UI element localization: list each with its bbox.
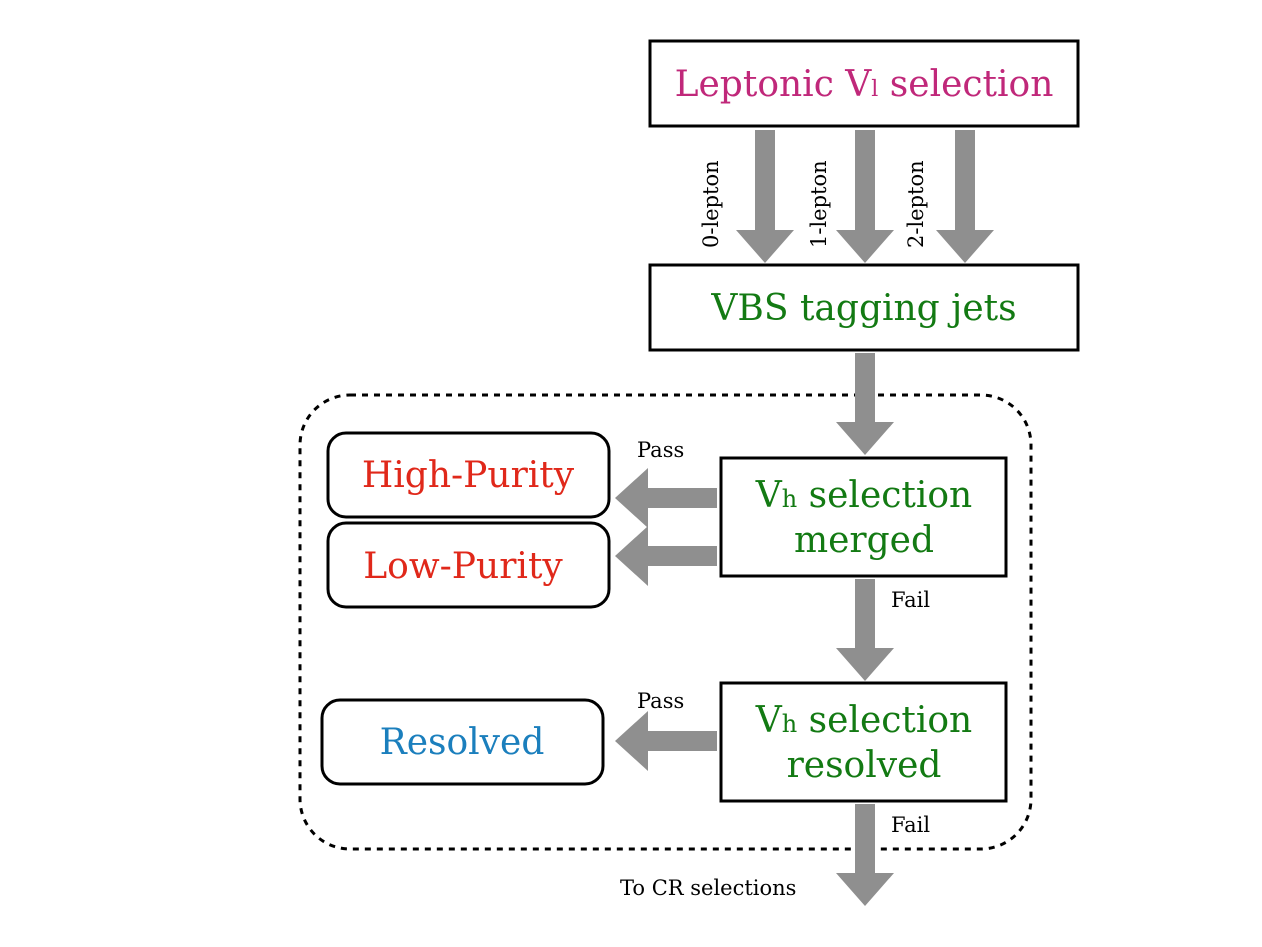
left-arrow-icon (615, 526, 717, 586)
dashed-region (298, 393, 1033, 851)
pass-resolved-label: Pass (637, 689, 684, 713)
leptonic-selection-box (648, 39, 1080, 128)
down-arrow-icon (936, 130, 994, 263)
vh-selection-resolved-line1: Vh selection (755, 700, 973, 741)
pass-merged-label: Pass (637, 438, 684, 462)
lepton0-label: 0-lepton (699, 160, 723, 248)
vh-selection-resolved-line2: resolved (787, 745, 942, 786)
high-purity-label: High-Purity (362, 455, 575, 496)
down-arrow-icon (736, 130, 794, 263)
low-purity-box (326, 521, 611, 609)
down-arrow-icon (836, 804, 894, 906)
fail-resolved-label: Fail (891, 813, 930, 837)
to-cr-selections-label: To CR selections (620, 876, 796, 900)
vh-selection-merged-line1: Vh selection (755, 475, 973, 516)
down-arrow-icon (836, 353, 894, 455)
high-purity-box (326, 431, 611, 519)
vh-selection-merged-line2: merged (794, 520, 934, 561)
lepton1-label: 1-lepton (807, 160, 831, 248)
down-arrow-icon (836, 130, 894, 263)
low-purity-label: Low-Purity (363, 546, 563, 587)
lepton2-label: 2-lepton (904, 160, 928, 248)
arrows-group (615, 130, 994, 906)
vbs-tagging-label: VBS tagging jets (710, 288, 1016, 329)
resolved-label: Resolved (380, 722, 545, 763)
vh-selection-merged-box (719, 456, 1008, 578)
left-arrow-icon (615, 711, 717, 771)
vh-selection-resolved-box (719, 681, 1008, 803)
leptonic-selection-label: Leptonic Vl selection (675, 64, 1054, 105)
fail-merged-label: Fail (891, 588, 930, 612)
vbs-tagging-box (648, 263, 1080, 352)
left-arrow-icon (615, 468, 717, 528)
resolved-box (320, 698, 605, 786)
down-arrow-icon (836, 579, 894, 681)
